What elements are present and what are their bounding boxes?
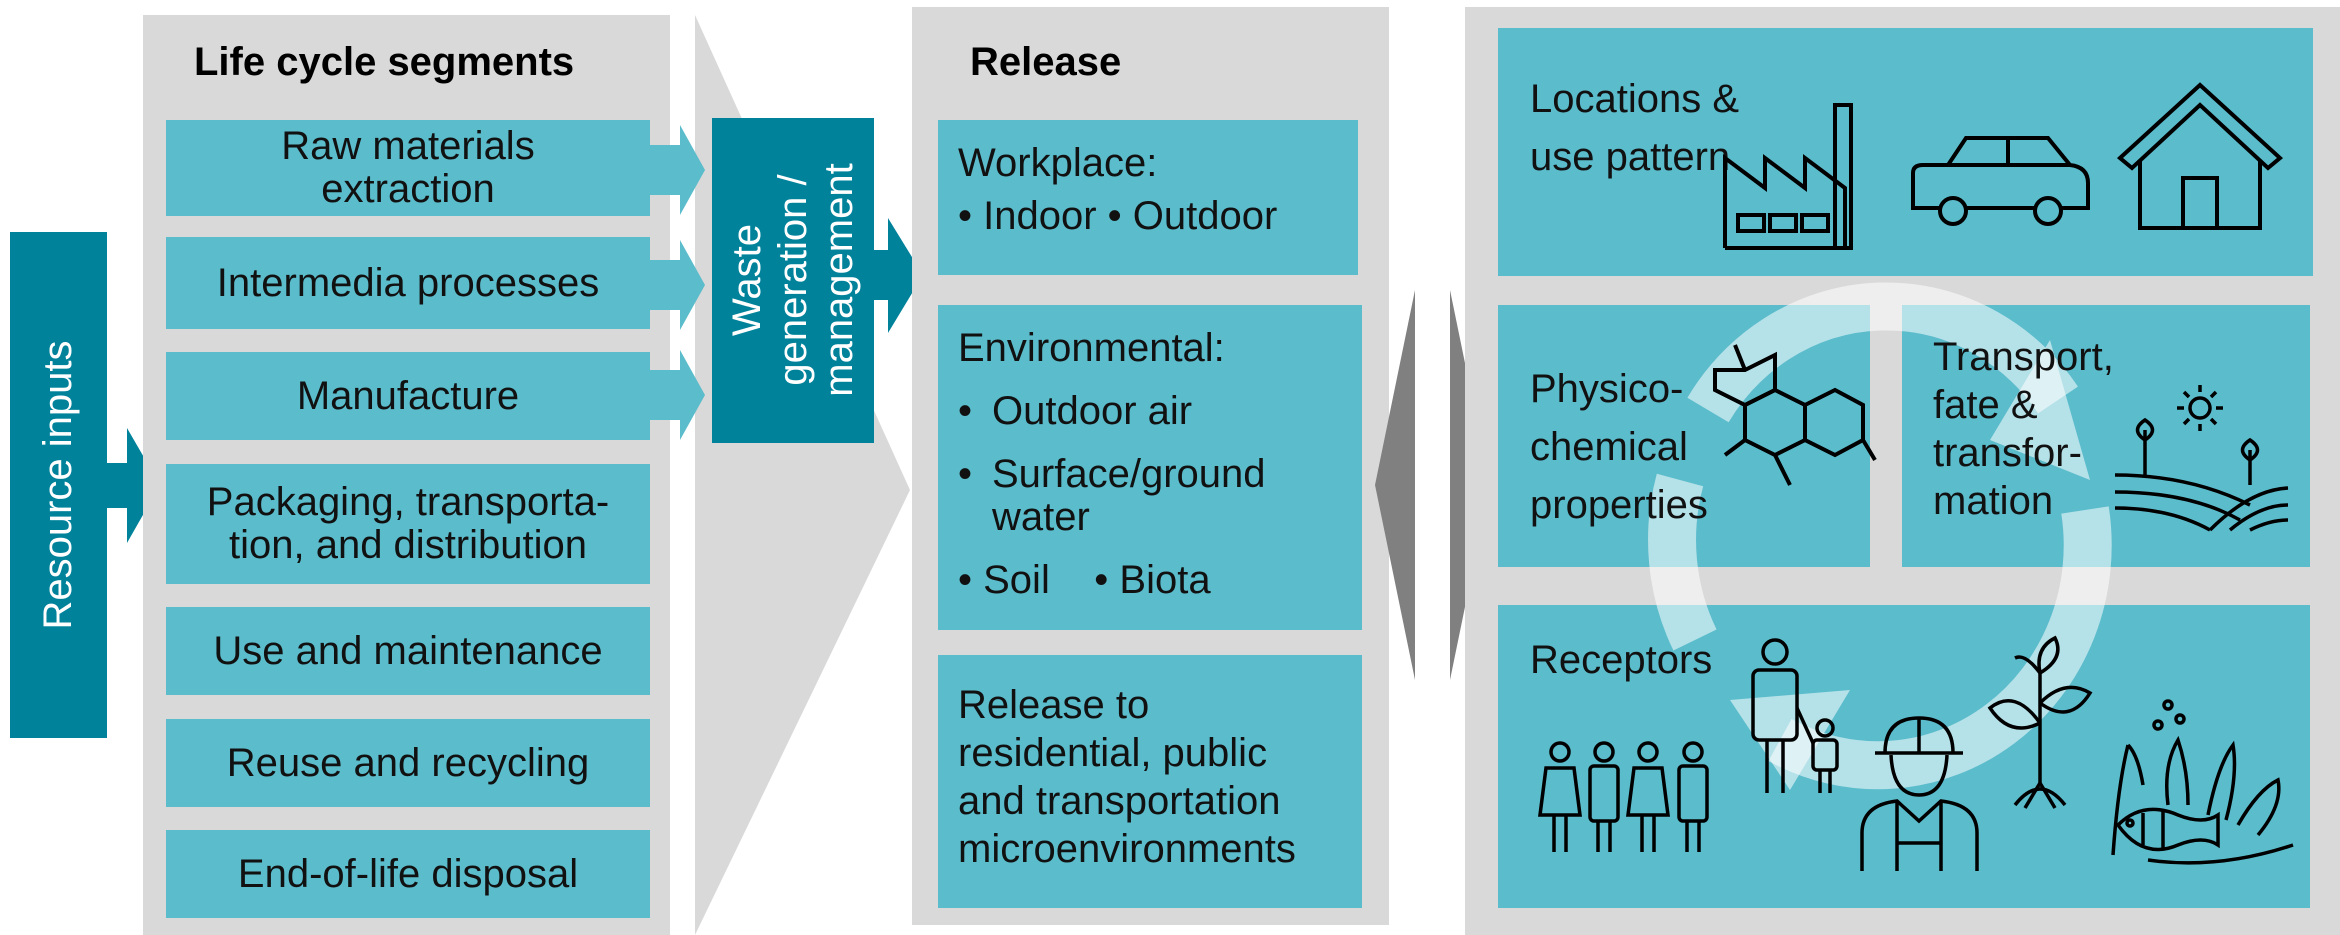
house-icon: [2116, 82, 2284, 230]
transport-label: Transport, fate & transfor-mation: [1933, 335, 2114, 523]
resource-arrow-icon: [105, 428, 160, 543]
workplace-item-outdoor: Outdoor: [1132, 194, 1278, 238]
locations-label: Locations & use pattern: [1530, 77, 1740, 179]
release-header: Release: [970, 40, 1122, 84]
plant-icon: [1987, 635, 2093, 809]
molecule-icon: [1713, 344, 1877, 486]
car-icon: [1911, 136, 2090, 226]
physico-label: Physico-chemical properties: [1530, 367, 1708, 527]
segment-arrows: [650, 125, 705, 440]
segment-raw-materials: Raw materials extraction: [166, 120, 650, 216]
resource-inputs-label: Resource inputs: [36, 340, 80, 630]
locations-box: [1498, 28, 2313, 276]
workplace-items: • Indoor • Outdoor: [958, 194, 1278, 238]
env-item-outdoor-air: Outdoor air: [958, 390, 1342, 434]
segment-end-of-life: End-of-life disposal: [166, 830, 650, 918]
release-workplace-box: Workplace: • Indoor • Outdoor: [938, 120, 1358, 275]
residential-text: Release to residential, public and trans…: [958, 683, 1296, 871]
waste-box: [712, 118, 874, 443]
segment-reuse: Reuse and recycling: [166, 719, 650, 807]
env-item-soil: Soil: [983, 558, 1050, 602]
environmental-title: Environmental:: [958, 326, 1225, 370]
env-items-row: • Soil • Biota: [958, 558, 1211, 602]
env-item-biota: Biota: [1119, 558, 1211, 602]
waste-label: Waste generation / management: [725, 163, 861, 397]
sun-field-icon: [2114, 385, 2289, 532]
resource-inputs-box: [10, 232, 107, 738]
receptors-label: Receptors: [1530, 638, 1713, 682]
segment-intermedia: Intermedia processes: [166, 237, 650, 329]
segment-manufacture: Manufacture: [166, 352, 650, 440]
worker-icon: [1860, 716, 1979, 871]
parent-child-icon: [1751, 638, 1839, 793]
segment-use: Use and maintenance: [166, 607, 650, 695]
release-environmental-box: Environmental: Outdoor air Surface/groun…: [938, 305, 1362, 630]
workplace-title: Workplace:: [958, 141, 1158, 185]
double-arrow-icon: [1375, 290, 1490, 680]
waste-arrow-icon: [873, 218, 923, 333]
release-residential-box: Release to residential, public and trans…: [938, 655, 1362, 908]
segment-arrow-2: [650, 240, 705, 330]
factory-icon: [1723, 103, 1853, 250]
coral-fish-icon: [2111, 699, 2294, 865]
family-icon: [1538, 741, 1709, 852]
segment-packaging: Packaging, transporta-tion, and distribu…: [166, 464, 650, 584]
segment-arrow-3: [650, 350, 705, 440]
lifecycle-header: Life cycle segments: [194, 40, 575, 84]
segment-arrow-1: [650, 125, 705, 215]
workplace-item-indoor: Indoor: [983, 194, 1097, 238]
env-item-surface-water: Surface/ground water: [958, 453, 1312, 539]
